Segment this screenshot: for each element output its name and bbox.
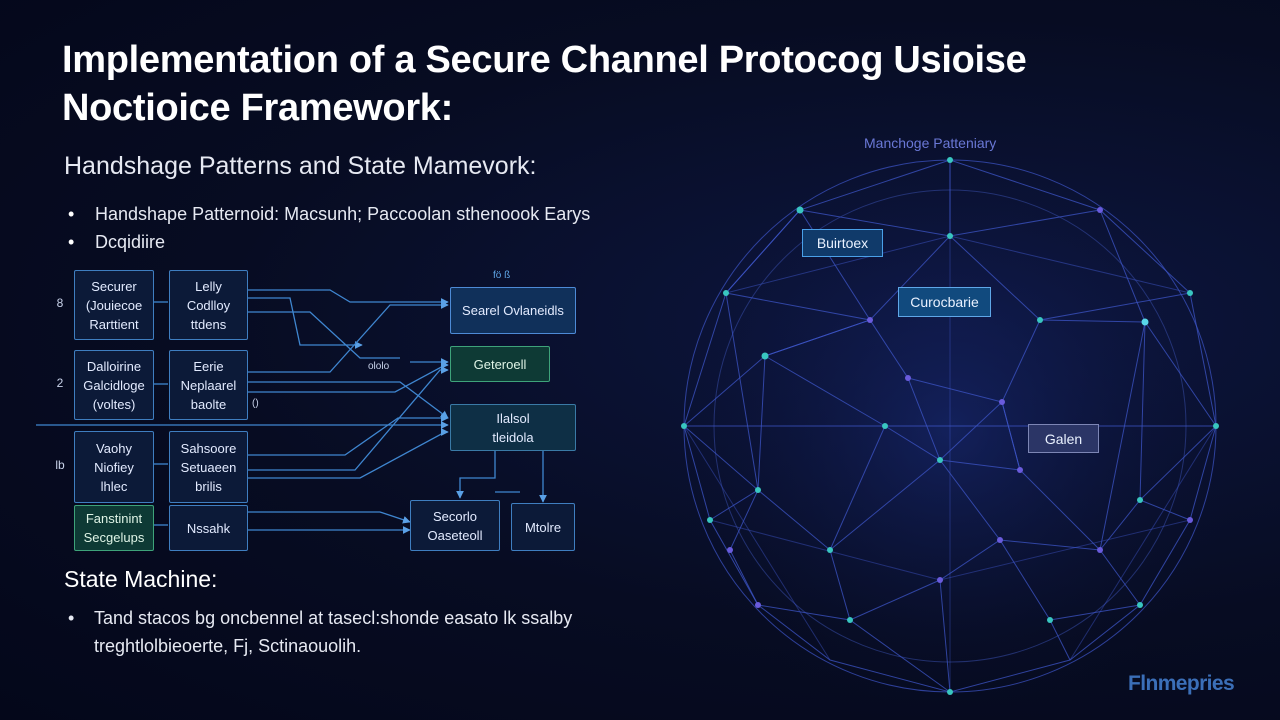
- flow-top-tag: fö ß: [493, 270, 511, 281]
- bullet-item: Dcqidiire: [68, 228, 590, 256]
- flow-box-nssahk: Nssahk: [169, 505, 248, 551]
- flow-box-dalloirine: Dalloirine Galcidloge (voltes): [74, 350, 154, 420]
- row-label: lb: [55, 458, 65, 472]
- row-label: 2: [56, 376, 64, 390]
- flow-box-module: Mtolre: [511, 503, 575, 551]
- flow-box-gateway: Geteroell: [450, 346, 550, 382]
- bullet-item: Handshape Patternoid: Macsunh; Paccoolan…: [68, 200, 590, 228]
- slide-title: Implementation of a Secure Channel Proto…: [62, 39, 1027, 129]
- section-heading-handshake: Handshage Patterns and State Mamevork:: [64, 152, 537, 180]
- network-box-galen: Galen: [1028, 424, 1099, 453]
- network-box-curocbarie: Curocbarie: [898, 287, 991, 317]
- flow-box-eerie: Eerie Neplaarel baolte: [169, 350, 248, 420]
- flow-box-source: Secorlo Oaseteoll: [410, 500, 500, 551]
- flow-box-secure-session: Securer (Jouiecoe Rarttient: [74, 270, 154, 340]
- network-label: Manchoge Patteniary: [864, 135, 997, 151]
- flow-box-vaohy: Vaohy Niofiey lhlec: [74, 431, 154, 503]
- flow-side-tag: (): [252, 398, 259, 409]
- network-nodes: [681, 157, 1219, 695]
- brand-logo: Flnmepries: [1128, 672, 1235, 695]
- section-heading-state-machine: State Machine:: [64, 566, 218, 592]
- flow-box-fanstinint: Fanstinint Secgelups: [74, 505, 154, 551]
- flow-box-serial: Searel Ovlaneidls: [450, 287, 576, 334]
- flow-mid-tag: ololo: [368, 361, 390, 372]
- bullet-item: Tand stacos bg oncbennel at tasecl:shond…: [68, 604, 628, 660]
- network-box-buirtoex: Buirtoex: [802, 229, 883, 257]
- network-sphere: [660, 140, 1240, 700]
- flow-connectors: [36, 289, 547, 534]
- flow-box-sahsoore: Sahsoore Setuaeen brilis: [169, 431, 248, 503]
- flow-box-lelly: Lelly Codlloy ttdens: [169, 270, 248, 340]
- state-machine-bullets: Tand stacos bg oncbennel at tasecl:shond…: [68, 604, 628, 660]
- row-label: 8: [56, 296, 64, 310]
- flow-box-initial: Ilalsol tleidola: [450, 404, 576, 451]
- bullet-list: Handshape Patternoid: Macsunh; Paccoolan…: [68, 200, 590, 256]
